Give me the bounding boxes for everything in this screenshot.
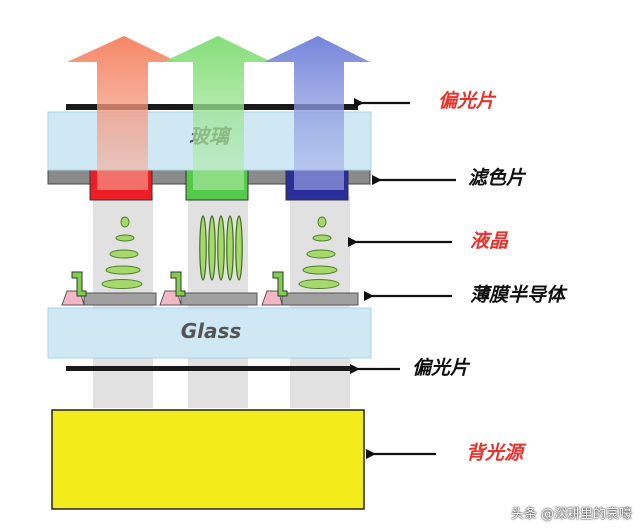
bottom-glass: [47, 307, 372, 359]
tft-electrode-middle: [180, 292, 258, 306]
watermark: 头条 @深耕里的哀嚎: [510, 507, 632, 522]
label-tft: 薄膜半导体: [470, 284, 566, 306]
tft-gate-green-3: [272, 271, 288, 297]
bottom-polarizer: [66, 366, 352, 371]
tft-layer: [61, 271, 359, 306]
backlight-panel: [51, 409, 365, 510]
liquid-crystal-right: [298, 216, 340, 289]
tft-gate-green-1: [71, 271, 87, 297]
tft-gate-green-2: [170, 271, 186, 297]
label-top-polarizer: 偏光片: [438, 90, 496, 112]
tft-electrode-right: [281, 292, 359, 306]
pointer-arrows: [348, 98, 456, 459]
blue-light-arrow: [264, 36, 370, 190]
liquid-crystal-middle: [199, 215, 243, 281]
green-light-arrow: [163, 36, 272, 190]
red-light-arrow: [67, 36, 178, 190]
tft-electrode-left: [83, 292, 157, 306]
liquid-crystal-left: [101, 216, 143, 289]
bottom-glass-label: Glass: [181, 319, 242, 343]
label-color-filter: 滤色片: [468, 167, 526, 189]
label-backlight: 背光源: [466, 442, 524, 464]
label-bottom-polarizer: 偏光片: [412, 357, 470, 379]
label-liquid-crystal: 液晶: [470, 230, 509, 252]
